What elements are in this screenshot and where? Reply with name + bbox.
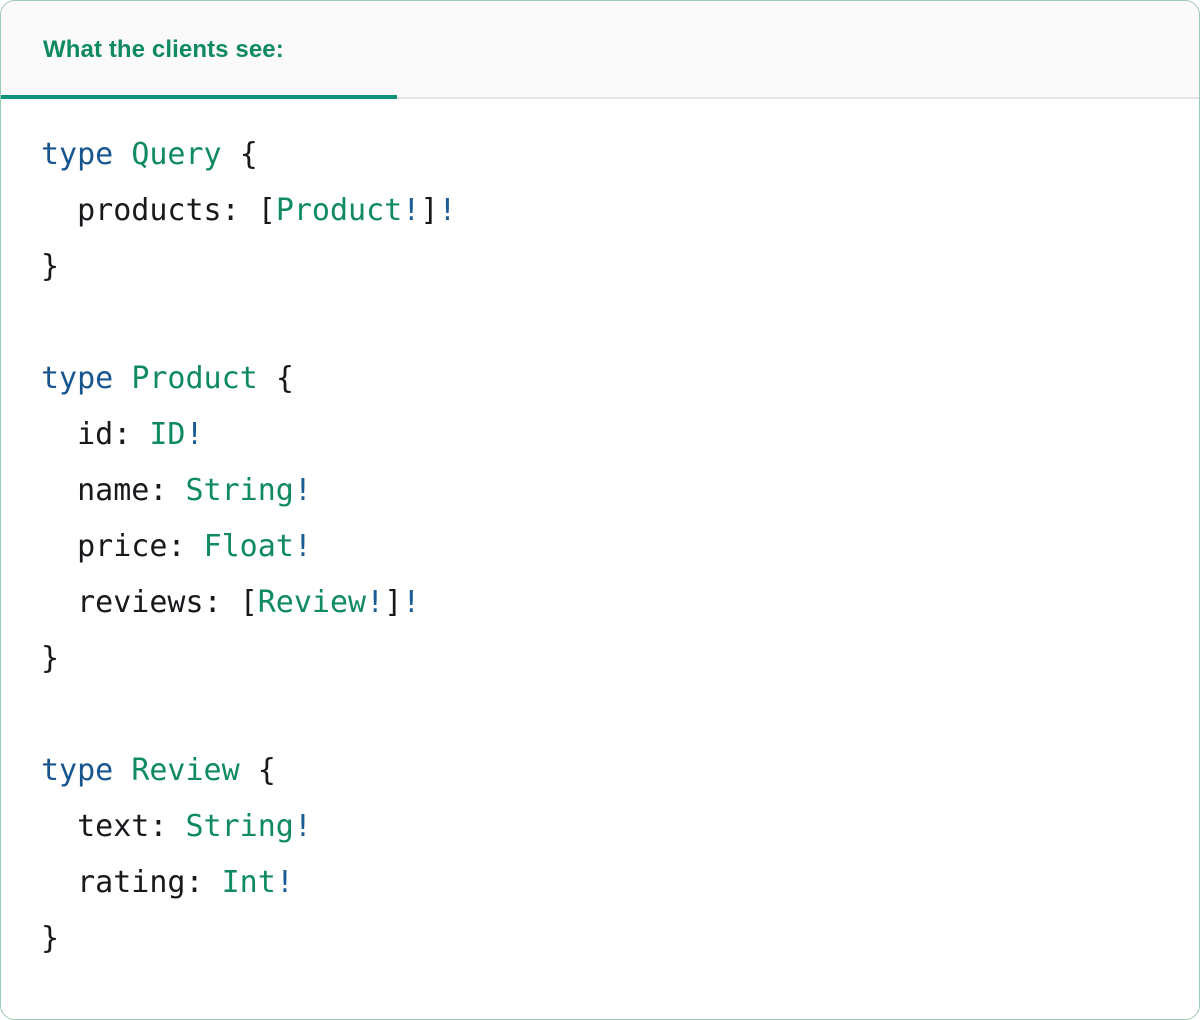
code-line: id: ID!	[41, 407, 1199, 463]
code-token-type: Review	[131, 753, 240, 788]
code-token-punct: :	[221, 193, 258, 228]
code-token-bang: !	[293, 473, 312, 508]
active-tab-underline	[1, 95, 397, 99]
code-token-bang: !	[293, 529, 312, 564]
code-token-type: Review	[257, 585, 367, 620]
code-token-kw: type	[41, 753, 114, 788]
code-line: reviews: [Review!]!	[41, 575, 1199, 631]
code-token-punct: }	[41, 249, 60, 284]
code-token-plain	[41, 417, 77, 452]
code-line: type Product {	[41, 351, 1199, 407]
code-line	[41, 687, 1199, 743]
code-token-bang: !	[438, 193, 457, 228]
code-token-punct: ]	[420, 193, 439, 228]
code-line: name: String!	[41, 463, 1199, 519]
graphql-schema-code: type Query { products: [Product!]!} type…	[41, 127, 1199, 967]
tab-strip: What the clients see:	[1, 1, 1199, 99]
code-token-bang: !	[185, 417, 204, 452]
code-token-plain	[240, 753, 258, 788]
code-line: type Review {	[41, 743, 1199, 799]
code-token-field: text	[77, 809, 150, 844]
code-token-punct: {	[239, 137, 258, 172]
code-token-type: Product	[275, 193, 403, 228]
code-token-type: Float	[203, 529, 294, 564]
code-token-field: name	[77, 473, 150, 508]
code-token-field: reviews	[77, 585, 204, 620]
code-token-field: id	[77, 417, 114, 452]
code-token-plain	[41, 585, 77, 620]
code-token-type: ID	[149, 417, 186, 452]
code-token-field: rating	[77, 865, 186, 900]
code-token-type: String	[185, 473, 294, 508]
code-token-punct: :	[203, 585, 240, 620]
code-line: products: [Product!]!	[41, 183, 1199, 239]
code-line: text: String!	[41, 799, 1199, 855]
code-token-punct: [	[239, 585, 258, 620]
code-token-plain	[113, 361, 131, 396]
code-token-bang: !	[275, 865, 294, 900]
code-token-type: String	[185, 809, 294, 844]
code-token-plain	[41, 473, 77, 508]
code-line: type Query {	[41, 127, 1199, 183]
code-token-bang: !	[402, 193, 421, 228]
code-line: }	[41, 239, 1199, 295]
code-line: }	[41, 911, 1199, 967]
code-token-punct: {	[257, 753, 276, 788]
tab-label: What the clients see:	[43, 36, 284, 63]
code-token-plain	[41, 193, 77, 228]
code-token-punct: :	[185, 865, 222, 900]
code-line	[41, 295, 1199, 351]
code-token-punct: {	[275, 361, 294, 396]
code-token-punct: [	[257, 193, 276, 228]
code-token-field: price	[77, 529, 168, 564]
code-token-punct: ]	[384, 585, 403, 620]
code-token-bang: !	[366, 585, 385, 620]
code-token-plain	[113, 137, 131, 172]
code-token-kw: type	[41, 137, 114, 172]
code-token-plain	[222, 137, 240, 172]
code-token-type: Product	[131, 361, 258, 396]
code-line: price: Float!	[41, 519, 1199, 575]
code-token-plain	[258, 361, 276, 396]
code-token-punct: }	[41, 641, 60, 676]
code-token-bang: !	[293, 809, 312, 844]
code-token-plain	[41, 529, 77, 564]
tab-what-the-clients-see[interactable]: What the clients see:	[1, 1, 397, 99]
code-viewer[interactable]: type Query { products: [Product!]!} type…	[1, 99, 1199, 1019]
code-token-plain	[113, 753, 131, 788]
code-token-punct: :	[149, 473, 186, 508]
code-token-punct: :	[113, 417, 150, 452]
code-token-bang: !	[402, 585, 421, 620]
code-token-punct: :	[149, 809, 186, 844]
code-token-type: Query	[131, 137, 222, 172]
code-token-kw: type	[41, 361, 114, 396]
code-line: }	[41, 631, 1199, 687]
code-token-field: products	[77, 193, 222, 228]
code-token-type: Int	[221, 865, 276, 900]
code-token-plain	[41, 809, 77, 844]
code-line: rating: Int!	[41, 855, 1199, 911]
code-token-punct: }	[41, 921, 60, 956]
code-token-punct: :	[167, 529, 204, 564]
code-root: type Query { products: [Product!]!} type…	[41, 127, 1199, 967]
code-token-plain	[41, 865, 77, 900]
